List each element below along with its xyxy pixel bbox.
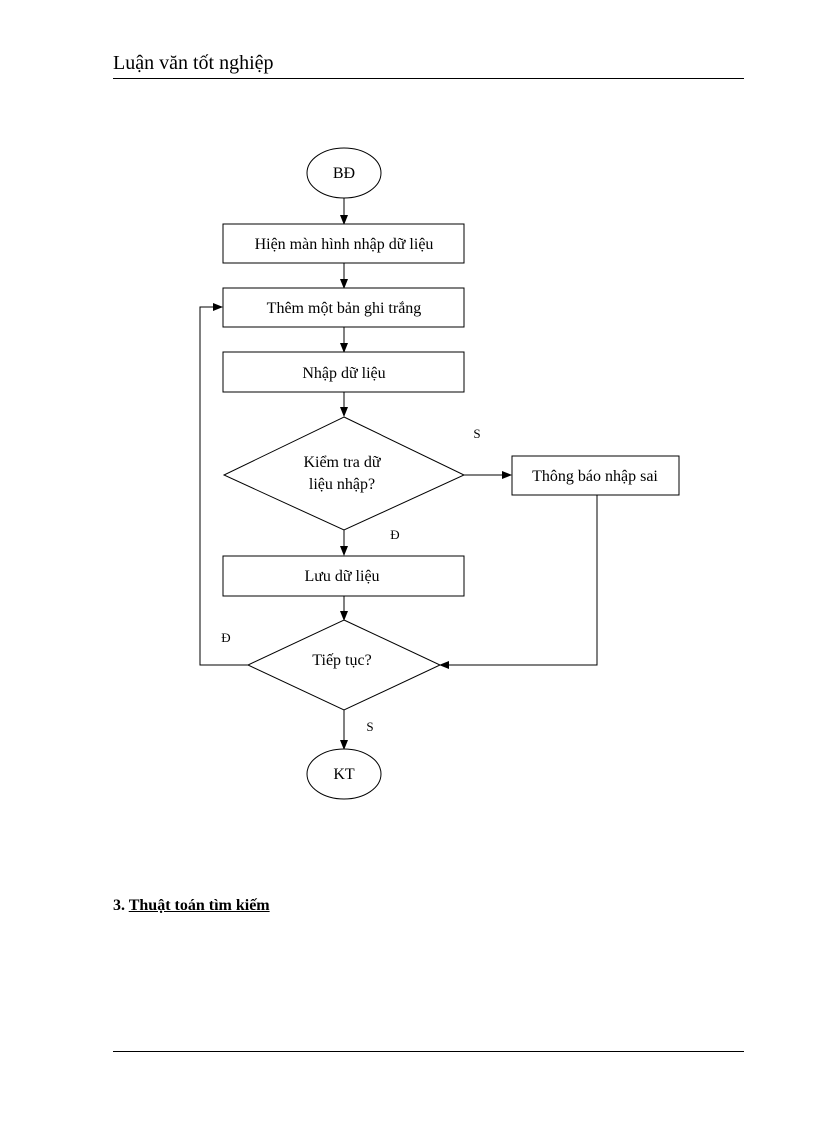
decision-continue-label: Tiếp tục? <box>312 652 371 669</box>
end-terminator <box>306 748 382 800</box>
step-show-form-label: Hiện màn hình nhập dữ liệu <box>255 236 434 253</box>
step-show-form-box <box>222 223 465 264</box>
section-heading: 3. Thuật toán tìm kiếm <box>113 897 270 915</box>
page-header-title: Luận văn tốt nghiệp <box>113 52 274 74</box>
step-error-box <box>511 455 680 496</box>
step-save-label: Lưu dữ liệu <box>304 568 379 585</box>
branch-label-continue-yes: Đ <box>221 630 230 645</box>
decision-check-diamond <box>222 416 466 531</box>
arrow-error-to-continue <box>439 495 598 669</box>
branch-label-check-yes: Đ <box>390 527 399 542</box>
step-save-box <box>222 555 465 597</box>
decision-check-label-line2: liệu nhập? <box>309 476 375 493</box>
arrow-continue-loop-back <box>199 303 248 666</box>
start-terminator <box>306 147 382 199</box>
section-title: Thuật toán tìm kiếm <box>128 897 270 914</box>
step-input-box <box>222 351 465 393</box>
decision-continue-diamond <box>246 619 442 711</box>
section-number: 3. <box>113 897 125 914</box>
footer-rule <box>113 1051 744 1052</box>
decision-check-label-line1: Kiểm tra dữ <box>303 454 381 471</box>
branch-label-continue-no: S <box>366 719 373 734</box>
step-add-record-box <box>222 287 465 328</box>
header-rule <box>113 78 744 79</box>
step-error-label: Thông báo nhập sai <box>532 468 658 485</box>
branch-label-check-no: S <box>473 426 480 441</box>
end-label: KT <box>333 766 355 783</box>
step-add-record-label: Thêm một bản ghi trắng <box>267 300 422 317</box>
step-input-label: Nhập dữ liệu <box>302 365 385 382</box>
start-label: BĐ <box>333 165 355 182</box>
